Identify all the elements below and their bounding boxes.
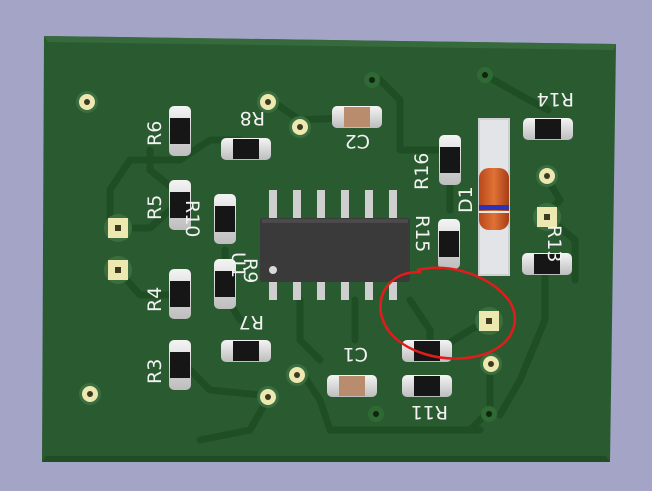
silkscreen-labels: R6 R8 C2 R16 D1 R14 R5 R10 U1 R9 R15 R13… bbox=[144, 88, 574, 423]
label-r11: R11 bbox=[411, 401, 448, 423]
annotation-circle bbox=[379, 266, 517, 360]
label-r13: R13 bbox=[543, 225, 565, 262]
capacitor-c1 bbox=[327, 375, 377, 397]
label-c2: C2 bbox=[345, 130, 370, 152]
resistor-r14 bbox=[523, 118, 573, 140]
label-r10: R10 bbox=[181, 200, 203, 237]
label-r7: R7 bbox=[239, 311, 264, 333]
label-r6: R6 bbox=[144, 121, 166, 146]
label-r9: R9 bbox=[239, 258, 261, 283]
label-r14: R14 bbox=[537, 88, 574, 110]
label-r5: R5 bbox=[144, 195, 166, 220]
label-r3: R3 bbox=[144, 359, 166, 384]
label-r8: R8 bbox=[240, 107, 265, 129]
resistor-r10 bbox=[214, 194, 236, 244]
resistor-r3 bbox=[169, 340, 191, 390]
label-d1: D1 bbox=[455, 186, 477, 213]
resistor-r6 bbox=[169, 106, 191, 156]
resistor-r4 bbox=[169, 269, 191, 319]
label-u1: U1 bbox=[227, 252, 249, 278]
ic-u1 bbox=[260, 190, 410, 300]
capacitor-c2 bbox=[332, 106, 382, 128]
label-r15: R15 bbox=[411, 215, 433, 252]
resistor-r15 bbox=[438, 219, 460, 269]
label-r4: R4 bbox=[144, 287, 166, 312]
diode-d1 bbox=[478, 118, 510, 276]
resistor-r7 bbox=[221, 340, 271, 362]
resistor-r8 bbox=[221, 138, 271, 160]
resistor-r16 bbox=[439, 135, 461, 185]
resistor-r11 bbox=[402, 375, 452, 397]
label-c1: C1 bbox=[343, 343, 368, 365]
label-r16: R16 bbox=[411, 153, 433, 190]
